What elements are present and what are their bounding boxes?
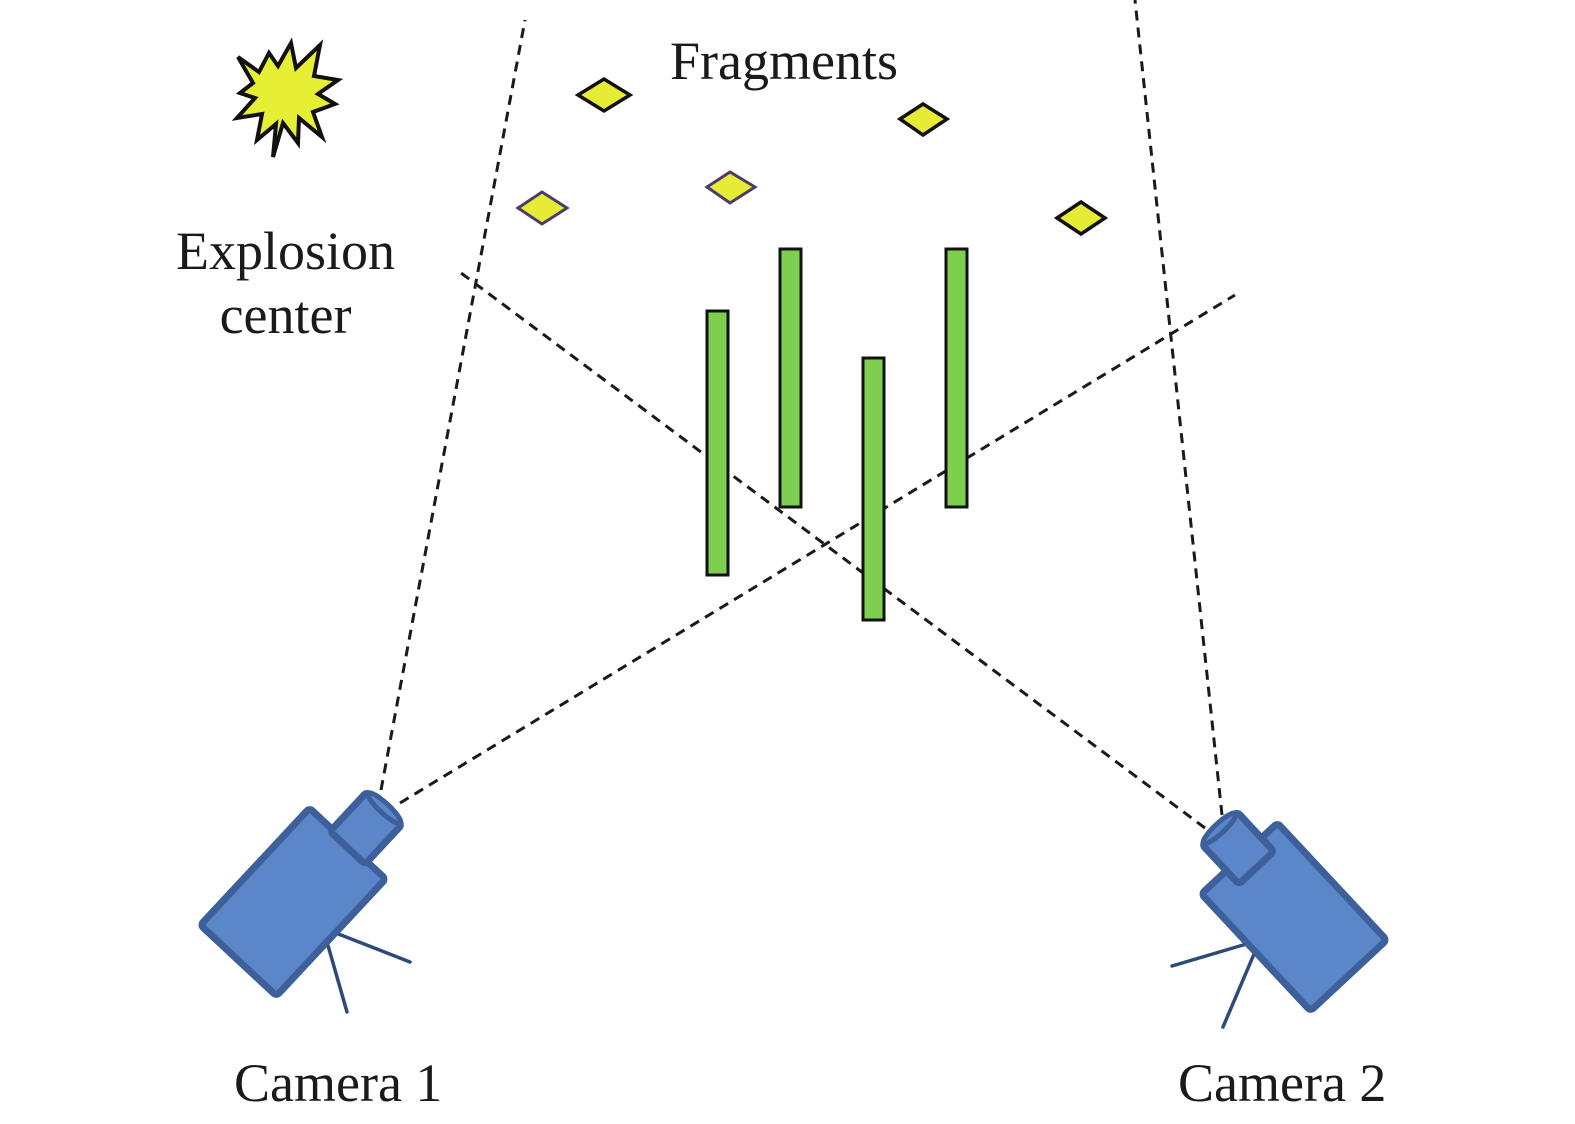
explosion-label-line1: Explosion: [176, 221, 396, 281]
camera2-fov-left: [456, 268, 1206, 830]
camera2-fov-right: [1133, 0, 1224, 816]
camera1-fov-left: [379, 19, 527, 791]
camera1-fov-right: [399, 293, 1236, 805]
explosion-label-line2: center: [219, 284, 352, 345]
fragments: [515, 76, 1109, 237]
target-plate: [705, 309, 730, 577]
fragments-label: Fragments: [670, 31, 898, 91]
fragment: [515, 190, 570, 226]
field-of-view-lines: [379, 0, 1236, 830]
fragment: [896, 101, 951, 138]
target-plate: [861, 356, 886, 622]
camera-1-label: Camera 1: [234, 1053, 443, 1113]
fragment: [1053, 199, 1109, 237]
explosion-icon: [231, 37, 344, 158]
target-plate: [778, 247, 803, 509]
camera-2-label: Camera 2: [1178, 1053, 1387, 1113]
camera-2-icon: [1170, 810, 1389, 1029]
explosion-center-label: Explosion center: [176, 220, 395, 347]
fragment: [574, 76, 634, 114]
target-plate: [944, 247, 969, 509]
camera-1-icon: [198, 790, 412, 1014]
target-plates: [705, 247, 969, 622]
fragment: [704, 170, 758, 205]
